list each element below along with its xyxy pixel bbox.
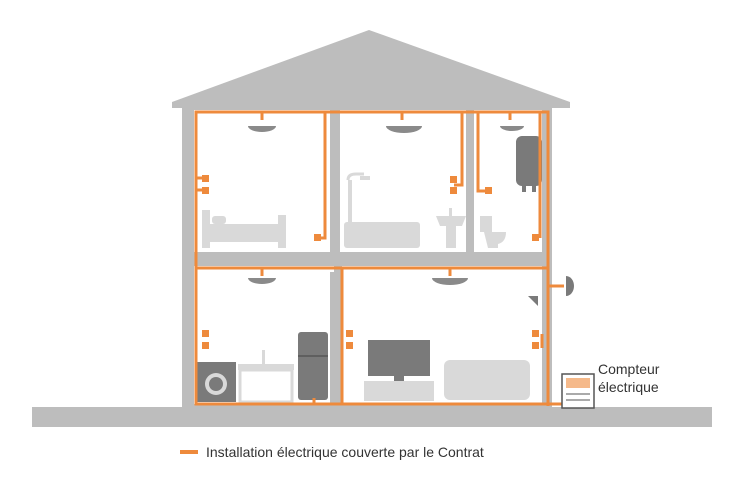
legend-swatch (180, 450, 198, 454)
bed-icon (202, 210, 286, 248)
outlet-icon (450, 176, 457, 183)
legend-label: Installation électrique couverte par le … (206, 444, 484, 460)
outlet-icon (532, 330, 539, 337)
ceiling-lamps (248, 126, 524, 285)
outlet-icon (485, 187, 492, 194)
outlet-icon (532, 342, 539, 349)
tv-icon (364, 340, 434, 401)
bathtub-icon (344, 172, 420, 248)
lamp-icon (248, 126, 276, 132)
lamp-icon (386, 126, 422, 133)
ground (32, 407, 712, 427)
outlet-icon (202, 330, 209, 337)
outlet-icon (346, 342, 353, 349)
outlet-icon (202, 175, 209, 182)
roof (172, 30, 570, 108)
outlet-icon (314, 234, 321, 241)
kitchen-counter-icon (238, 350, 294, 404)
outlet-icon (202, 187, 209, 194)
legend: Installation électrique couverte par le … (180, 442, 484, 462)
sink-icon (436, 208, 466, 248)
washing-machine-icon (196, 362, 236, 402)
outlets (202, 175, 539, 349)
outlet-icon (346, 330, 353, 337)
wall-lamp-icon (528, 296, 538, 306)
outlet-icon (532, 234, 539, 241)
toilet-icon (480, 216, 506, 248)
meter-label-line2: électrique (598, 379, 659, 395)
water-heater-icon (516, 136, 542, 192)
electrical-wiring (194, 110, 564, 406)
lamp-icon (500, 126, 524, 131)
electric-meter-icon (561, 373, 595, 409)
outlet-icon (450, 187, 457, 194)
meter-label-line1: Compteur (598, 361, 660, 377)
outlet-icon (202, 342, 209, 349)
sofa-icon (444, 360, 530, 400)
meter-label: Compteur électrique (598, 360, 659, 396)
fridge-icon (298, 332, 328, 400)
lamp-icon (248, 278, 276, 284)
lamp-icon (432, 278, 468, 285)
exterior-lamp-icon (566, 276, 574, 296)
